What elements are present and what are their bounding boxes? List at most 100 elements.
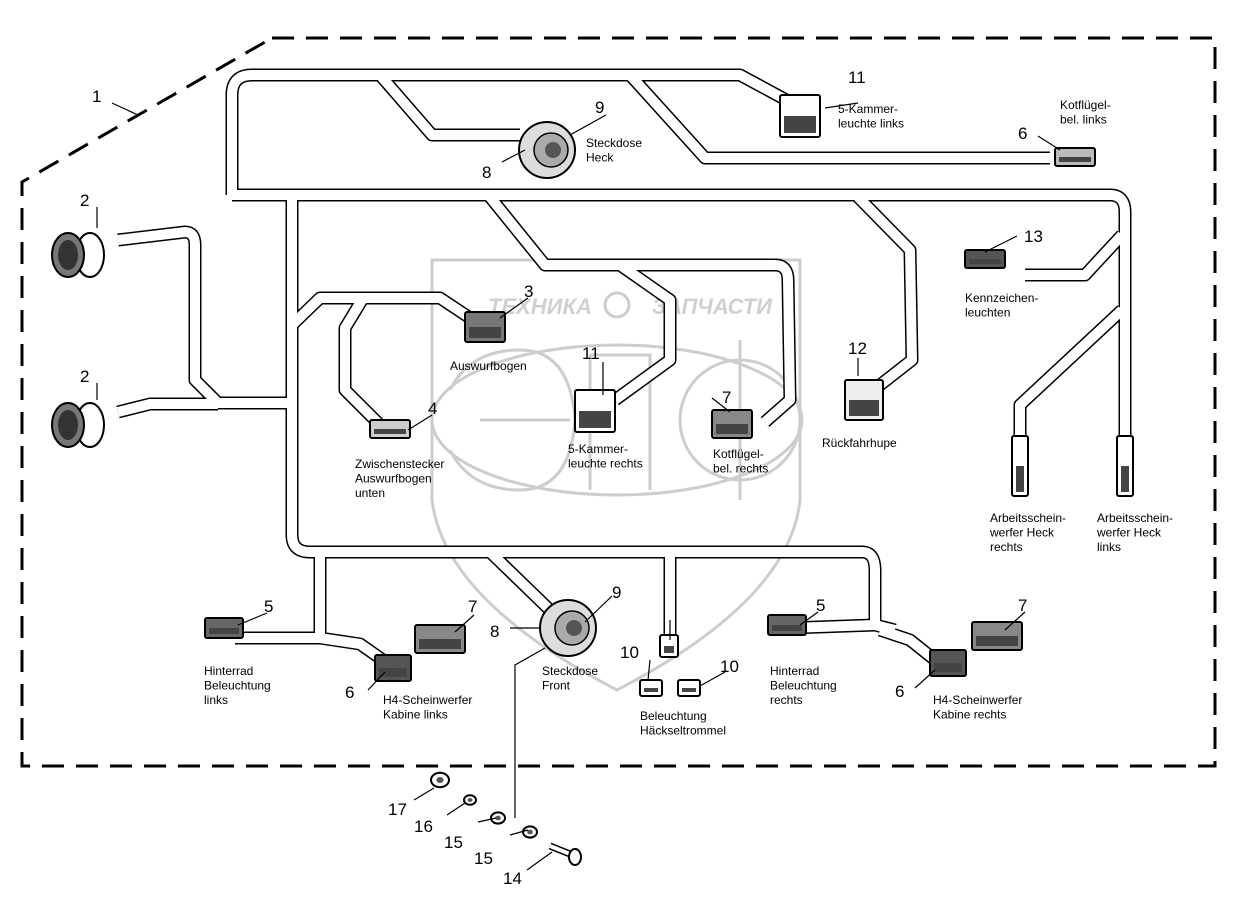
callout-number-8: 8 [482,163,491,182]
leader-line [584,595,613,623]
wire-fill [1015,306,1126,440]
callout-number-16: 16 [414,817,433,836]
screw-14 [548,842,582,866]
label-rueckfahrhupe: Rückfahrhupe [822,436,897,450]
leader-line [501,149,526,163]
label-zwischenstecker: unten [355,486,385,500]
callout-number-9: 9 [595,98,604,117]
round-connector-2-upper [51,232,105,278]
callout-number-5: 5 [816,596,825,615]
label-h4-links: Kabine links [383,708,448,722]
label-arbeits-links: Arbeitsschein- [1097,511,1173,525]
wire-fill [1025,231,1126,280]
callout-number-11: 11 [848,68,866,87]
label-kotfluegel-links: bel. links [1060,113,1107,127]
wire-fill [854,193,917,389]
leader-line [454,614,475,633]
socket-front [539,599,597,657]
leader-line [824,102,859,109]
connector-zwischenstecker [369,419,411,439]
callout-number-10: 10 [620,643,639,662]
callout-number-2: 2 [80,367,89,386]
label-kammer-rechts: 5-Kammer- [568,442,628,456]
label-steckdose-heck: Heck [586,151,614,165]
label-arbeits-rechts: Arbeitsschein- [990,511,1066,525]
wire-fill [232,190,1130,445]
leader-line [799,611,819,626]
callout-number-17: 17 [388,800,407,819]
label-hinterrad-links: Beleuchtung [204,679,271,693]
connector-h4-right [929,649,967,677]
connector-kotfluegel-right [711,409,753,439]
wire-fill [287,195,897,635]
leader-line [509,829,529,836]
label-steckdose-front: Steckdose [542,664,598,678]
leader-line [514,647,546,818]
leader-line [446,802,466,816]
label-beleuchtung-haeckseltrommel: Häckseltrommel [640,724,726,738]
connector-hinterrad-right [767,614,807,636]
callout-number-9: 9 [612,583,621,602]
callout-number-4: 4 [428,399,437,418]
label-zwischenstecker: Zwischenstecker [355,457,444,471]
wire-fill [116,399,218,417]
callout-number-14: 14 [503,869,522,888]
callout-number-6: 6 [345,683,354,702]
wire-fill [878,625,939,664]
connector-10-right [677,679,701,697]
leader-line [477,817,497,823]
leader-line [569,114,607,136]
callout-number-7: 7 [722,388,731,407]
leader-line [367,671,386,691]
leader-line [984,235,1018,253]
label-kotfluegel-links: Kotflügel- [1060,98,1111,112]
label-hinterrad-links: Hinterrad [204,664,253,678]
connector-arbeits-right [1011,435,1029,497]
leader-line [647,659,651,681]
leader-line [914,669,936,689]
label-kammer-links: 5-Kammer- [838,102,898,116]
label-steckdose-heck: Steckdose [586,136,642,150]
round-connector-2-lower [51,402,105,448]
connector-kotfluegel-left [1054,147,1096,167]
label-arbeits-rechts: werfer Heck [989,526,1055,540]
leader-line [413,787,435,801]
label-kennzeichen: leuchten [965,306,1010,320]
callout-number-15: 15 [444,833,463,852]
callout-number-6: 6 [1018,124,1027,143]
connector-10-left [639,679,663,697]
callout-number-7: 7 [1018,596,1027,615]
connector-hinterrad-left [204,617,244,639]
callout-number-2: 2 [80,191,89,210]
harness-boundary-dashed [20,36,1217,768]
label-arbeits-links: werfer Heck [1096,526,1162,540]
socket-heck [518,121,576,179]
leader-line [1037,135,1061,151]
wire-fill [486,548,559,619]
connectors [51,94,1134,866]
callout-number-6: 6 [895,682,904,701]
leader-line [407,414,433,431]
wire-outline [117,225,292,410]
callout-number-15: 15 [474,849,493,868]
callout-number-10: 10 [720,657,739,676]
label-beleuchtung-haeckseltrommel: Beleuchtung [640,709,707,723]
wire-fill [626,71,1050,163]
callout-number-1: 1 [92,87,101,106]
connector-7-left [414,624,466,654]
connector-kennzeichen [964,249,1006,269]
label-zwischenstecker: Auswurfbogen [355,472,432,486]
label-hinterrad-rechts: Hinterrad [770,664,819,678]
wire-fill [376,71,520,140]
wire-fill [288,293,473,329]
label-hinterrad-rechts: rechts [770,693,803,707]
wire-fill [117,227,292,408]
label-hinterrad-links: links [204,693,228,707]
label-kammer-links: leuchte links [838,117,904,131]
callout-number-12: 12 [848,339,867,358]
connector-10-stem [659,634,679,658]
connector-arbeits-left [1116,435,1134,497]
connector-7-right [971,621,1023,651]
